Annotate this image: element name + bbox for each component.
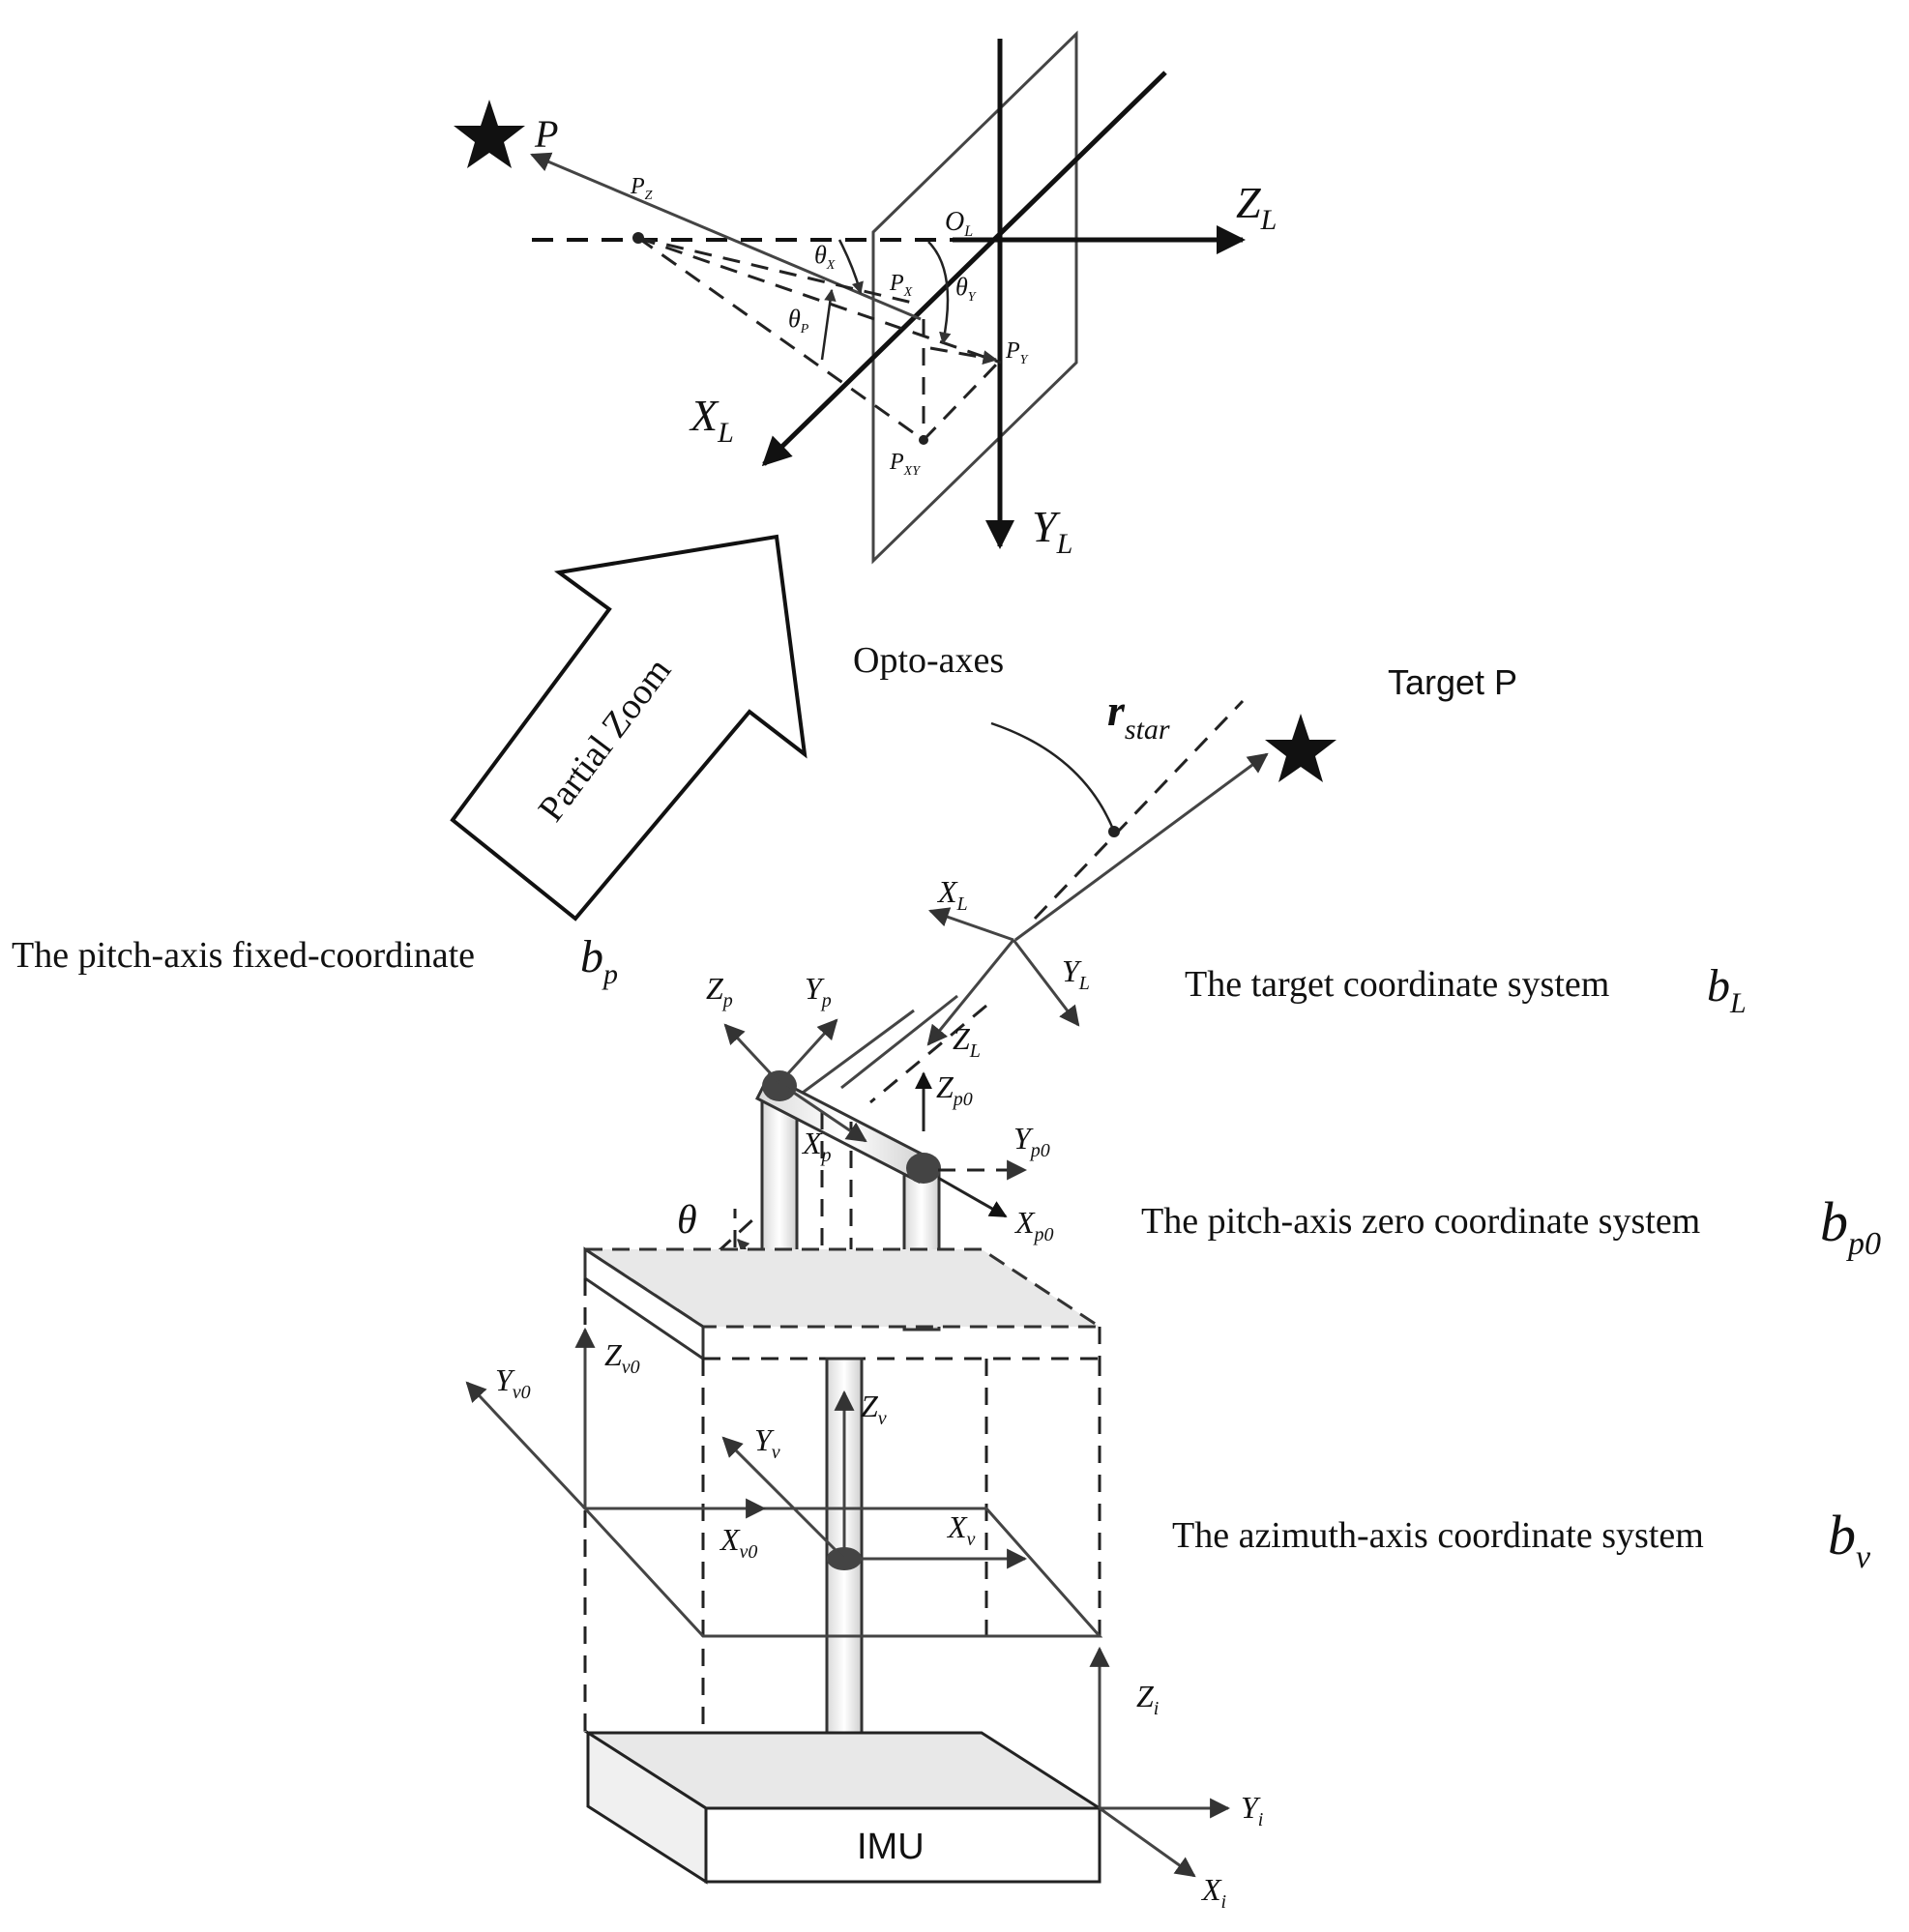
axis-labels: XL YL ZL Zp Yp Xp Zp0 Yp0 Xp0 θ Zv0 Yv0 … xyxy=(495,874,1263,1913)
xv0-label: Xv0 xyxy=(719,1522,757,1563)
r-star-dash xyxy=(1033,699,1245,921)
zl-label-zoom: ZL xyxy=(1236,178,1277,236)
target-vector xyxy=(1014,752,1269,942)
target-cs-symbol: bL xyxy=(1707,960,1747,1019)
target-cs-text: The target coordinate system xyxy=(1185,964,1609,1005)
theta-x-label: θX xyxy=(814,241,836,273)
zi-label: Zi xyxy=(1136,1679,1159,1719)
azimuth-plane xyxy=(465,1327,1103,1638)
py-label: PY xyxy=(1005,338,1030,367)
zv0-label: Zv0 xyxy=(604,1337,640,1378)
imu-label: IMU xyxy=(857,1827,925,1867)
zp-axis xyxy=(723,1023,781,1085)
p-label: P xyxy=(534,112,558,156)
zv-label: Zv xyxy=(861,1389,887,1429)
pitch-zero-symbol: bp0 xyxy=(1820,1190,1881,1262)
zl-axis-mid xyxy=(926,939,1015,1046)
xv-label: Xv xyxy=(946,1509,976,1550)
zl-label: ZL xyxy=(953,1021,981,1062)
theta-p-label: θP xyxy=(788,305,809,337)
target-axes xyxy=(773,699,1269,1116)
boresight-dash xyxy=(869,1004,987,1104)
target-star-icon xyxy=(1265,714,1336,782)
pitch-fixed-symbol: bp xyxy=(580,931,618,990)
p-vector xyxy=(530,152,922,321)
imu-front xyxy=(704,1806,1101,1884)
xl-axis-zoom xyxy=(761,71,1167,467)
bar-end-right xyxy=(906,1153,941,1184)
pz-to-pxy-dash xyxy=(637,236,925,442)
zp0-label: Zp0 xyxy=(936,1069,973,1110)
pxy-point xyxy=(919,435,928,445)
xl-label: XL xyxy=(936,874,968,915)
xl-axis-mid xyxy=(928,907,1014,942)
yv-axis xyxy=(721,1436,846,1561)
opto-axes-label: Opto-axes xyxy=(853,640,1004,681)
theta-p-arc xyxy=(820,288,837,361)
theta-y-label: θY xyxy=(955,273,978,305)
xl-label-zoom: XL xyxy=(689,391,734,449)
azimuth-plane-outline xyxy=(581,1507,1103,1638)
azimuth-text: The azimuth-axis coordinate system xyxy=(1172,1515,1704,1556)
yv0-axis xyxy=(465,1381,587,1510)
theta-x-arc xyxy=(837,239,864,295)
yi-label: Yi xyxy=(1241,1790,1263,1830)
opto-axes-leader xyxy=(990,721,1116,833)
pitch-zero-text: The pitch-axis zero coordinate system xyxy=(1141,1201,1700,1242)
bar-end-left xyxy=(762,1070,797,1101)
theta-y-arc xyxy=(927,241,952,345)
zp-label: Zp xyxy=(706,971,733,1011)
yv0-label: Yv0 xyxy=(495,1362,531,1403)
azimuth-symbol: bv xyxy=(1828,1504,1871,1575)
xp0-label: Xp0 xyxy=(1013,1205,1054,1245)
star-p-icon xyxy=(454,100,525,168)
xp-axis xyxy=(778,1081,867,1143)
pxy-label: PXY xyxy=(889,450,922,479)
px-label: PX xyxy=(889,271,913,300)
yv-label: Yv xyxy=(754,1422,780,1463)
px-to-py-dash xyxy=(929,346,998,366)
pz-to-px-dash xyxy=(637,236,922,307)
zoom-arrow-shape xyxy=(450,534,808,922)
yl-axis-mid xyxy=(1012,939,1080,1027)
yl-label: YL xyxy=(1062,953,1090,994)
platform xyxy=(579,1246,1105,1818)
r-star-label: rstar xyxy=(1107,686,1170,746)
yp-axis xyxy=(778,1018,838,1085)
descriptions: The pitch-axis fixed-coordinate bp The t… xyxy=(12,931,1881,1575)
yp-label: Yp xyxy=(805,971,832,1011)
xi-axis xyxy=(1099,1806,1196,1878)
target-p-label: Target P xyxy=(1388,662,1517,702)
pitch-fixed-text: The pitch-axis fixed-coordinate xyxy=(12,935,475,976)
theta-label: θ xyxy=(677,1198,697,1243)
pxy-to-py-dash xyxy=(922,361,1000,442)
boresight-line-2 xyxy=(840,994,958,1090)
ol-label: OL xyxy=(945,207,973,240)
zoom-panel: P PZ OL ZL XL YL PX PY PXY θX θY θP xyxy=(454,30,1277,565)
pz-label: PZ xyxy=(630,174,653,203)
yl-label-zoom: YL xyxy=(1032,502,1072,560)
yp0-label: Yp0 xyxy=(1013,1121,1050,1161)
theta-ref-dash xyxy=(673,1216,756,1293)
image-plane xyxy=(871,30,1078,565)
xi-label: Xi xyxy=(1200,1872,1226,1913)
xp-label: Xp xyxy=(801,1126,832,1166)
partial-zoom-arrow: Partial Zoom xyxy=(450,534,808,922)
xp0-axis xyxy=(937,1176,1008,1218)
imu-box: IMU xyxy=(582,1646,1231,1885)
